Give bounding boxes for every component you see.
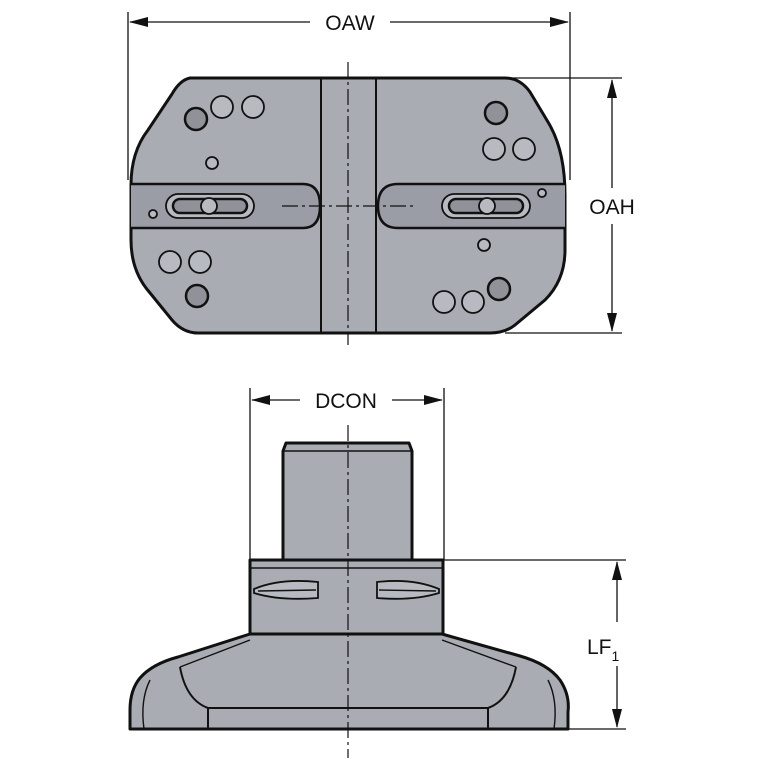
hole [205, 156, 219, 170]
front-view [128, 425, 570, 758]
hole [477, 238, 491, 252]
hole [148, 209, 158, 219]
hole [183, 106, 209, 132]
top-view [129, 62, 567, 345]
hole [241, 95, 265, 119]
head-block [248, 558, 445, 636]
hole [184, 283, 210, 309]
oaw-dimension: OAW [127, 12, 571, 180]
dcon-dimension: DCON [249, 388, 445, 560]
hole [461, 290, 485, 314]
oah-label: OAH [589, 196, 635, 219]
hole [158, 250, 182, 274]
hole [483, 100, 509, 126]
hole [537, 188, 547, 198]
hole [486, 276, 512, 302]
oaw-label: OAW [325, 12, 375, 35]
base-skirt [128, 632, 570, 731]
hole [512, 137, 536, 161]
right-clamp [441, 193, 531, 219]
dcon-label: DCON [315, 390, 377, 413]
hole [188, 250, 212, 274]
hole [210, 95, 234, 119]
hole [432, 290, 456, 314]
lf1-dimension: LF1 [412, 559, 626, 730]
left-clamp [165, 193, 255, 219]
oah-dimension: OAH [505, 77, 635, 334]
lf-label: LF1 [587, 636, 620, 664]
hole [482, 137, 506, 161]
